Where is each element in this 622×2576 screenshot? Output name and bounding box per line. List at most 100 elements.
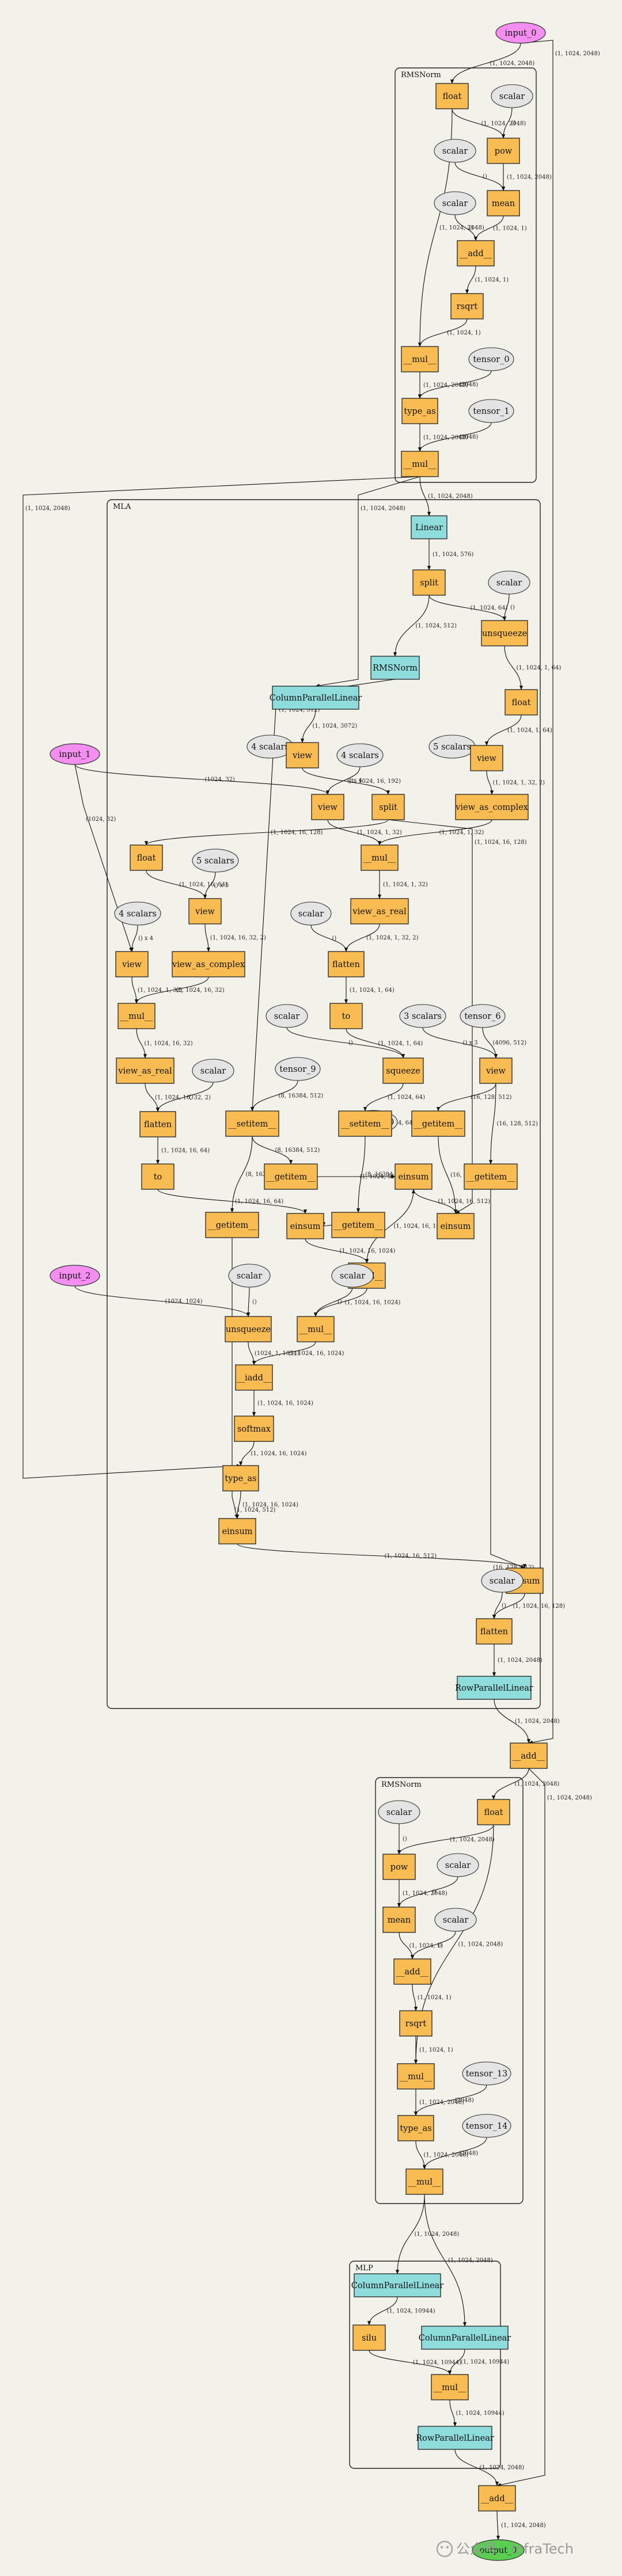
node-add_2[interactable]: __add__ bbox=[478, 2485, 516, 2512]
op-box[interactable] bbox=[401, 451, 439, 477]
op-box[interactable] bbox=[141, 1163, 175, 1190]
op-box[interactable] bbox=[139, 1111, 176, 1137]
node-m_vac_b[interactable]: view_as_complex bbox=[172, 951, 245, 977]
node-m_cpl[interactable]: ColumnParallelLinear bbox=[270, 686, 362, 710]
op-box[interactable] bbox=[172, 951, 245, 977]
op-box[interactable] bbox=[361, 844, 399, 871]
op-box[interactable] bbox=[205, 1212, 259, 1238]
node-input_1[interactable]: input_1 bbox=[50, 743, 100, 765]
node-r1_mul1[interactable]: __mul__ bbox=[401, 346, 439, 372]
op-box[interactable] bbox=[225, 1316, 272, 1342]
op-box[interactable] bbox=[505, 689, 538, 716]
node-r2_s_add[interactable]: scalar bbox=[434, 1908, 477, 1932]
node-m_getitem_e[interactable]: __getitem__ bbox=[331, 1212, 385, 1238]
node-m_s_mul[interactable]: scalar bbox=[331, 1264, 374, 1288]
op-box[interactable] bbox=[286, 1213, 324, 1239]
node-m_s_flat_a[interactable]: scalar bbox=[290, 901, 332, 926]
const-ellipse[interactable] bbox=[434, 139, 476, 163]
const-ellipse[interactable] bbox=[468, 399, 514, 423]
node-m_t6[interactable]: tensor_6 bbox=[460, 1004, 506, 1028]
node-input_0[interactable]: input_0 bbox=[495, 22, 546, 44]
node-r2_add[interactable]: __add__ bbox=[393, 1958, 431, 1985]
node-m_s_unsq[interactable]: scalar bbox=[488, 570, 530, 595]
const-ellipse[interactable] bbox=[114, 901, 161, 926]
op-box[interactable] bbox=[478, 2485, 516, 2512]
node-m_to_b[interactable]: to bbox=[141, 1163, 175, 1190]
node-r1_add[interactable]: __add__ bbox=[457, 240, 495, 267]
node-m_mul_c[interactable]: __mul__ bbox=[297, 1316, 335, 1342]
node-r1_t0[interactable]: tensor_0 bbox=[468, 347, 514, 371]
node-r2_mean[interactable]: mean bbox=[382, 1907, 416, 1933]
op-box[interactable] bbox=[331, 1212, 385, 1238]
op-box[interactable] bbox=[297, 1316, 335, 1342]
input-ellipse[interactable] bbox=[50, 743, 100, 765]
const-ellipse[interactable] bbox=[462, 2114, 511, 2138]
node-m_split1[interactable]: split bbox=[412, 569, 446, 596]
node-r1_pow[interactable]: pow bbox=[487, 138, 520, 164]
node-r2_s_mean[interactable]: scalar bbox=[437, 1853, 479, 1877]
node-m_t9[interactable]: tensor_9 bbox=[275, 1057, 321, 1081]
node-m_s_flat_b[interactable]: scalar bbox=[192, 1059, 234, 1083]
const-ellipse[interactable] bbox=[462, 2061, 511, 2086]
node-m_3s[interactable]: 3 scalars bbox=[399, 1004, 446, 1028]
node-m_s_sq[interactable]: scalar bbox=[266, 1004, 308, 1028]
op-box[interactable] bbox=[350, 898, 409, 924]
node-m_unsq2[interactable]: unsqueeze bbox=[225, 1316, 272, 1342]
node-p_rpl[interactable]: RowParallelLinear bbox=[416, 2426, 494, 2450]
node-m_view_c[interactable]: view bbox=[311, 794, 344, 820]
node-m_einsum_b[interactable]: einsum bbox=[286, 1213, 324, 1239]
const-ellipse[interactable] bbox=[468, 347, 514, 371]
node-r1_mul2[interactable]: __mul__ bbox=[401, 451, 439, 477]
node-m_5s_b[interactable]: 5 scalars bbox=[192, 848, 239, 873]
op-box[interactable] bbox=[115, 951, 149, 977]
node-r1_s_mean[interactable]: scalar bbox=[434, 139, 476, 163]
op-box[interactable] bbox=[286, 742, 319, 768]
node-r2_typeas[interactable]: type_as bbox=[397, 2115, 434, 2141]
node-m_unsq1[interactable]: unsqueeze bbox=[481, 620, 528, 646]
module-box[interactable] bbox=[457, 1676, 532, 1700]
op-box[interactable] bbox=[437, 1213, 475, 1239]
op-box[interactable] bbox=[457, 240, 495, 267]
input-ellipse[interactable] bbox=[50, 1265, 100, 1287]
op-box[interactable] bbox=[431, 2374, 469, 2400]
const-ellipse[interactable] bbox=[336, 743, 384, 767]
node-r2_t13[interactable]: tensor_13 bbox=[462, 2061, 511, 2086]
node-r2_mul1[interactable]: __mul__ bbox=[397, 2063, 435, 2090]
op-box[interactable] bbox=[510, 1742, 548, 1769]
node-m_getitem_b[interactable]: __getitem__ bbox=[464, 1163, 518, 1190]
node-m_einsum_c[interactable]: einsum bbox=[437, 1213, 475, 1239]
op-box[interactable] bbox=[382, 1907, 416, 1933]
node-m_view_b[interactable]: view bbox=[470, 745, 503, 771]
const-ellipse[interactable] bbox=[228, 1264, 271, 1288]
node-m_view_a[interactable]: view bbox=[286, 742, 319, 768]
module-box[interactable] bbox=[370, 656, 420, 680]
op-box[interactable] bbox=[328, 951, 365, 977]
node-m_4s_c[interactable]: 4 scalars bbox=[114, 901, 161, 926]
op-box[interactable] bbox=[311, 794, 344, 820]
node-m_softmax[interactable]: softmax bbox=[234, 1416, 274, 1442]
op-box[interactable] bbox=[234, 1416, 274, 1442]
const-ellipse[interactable] bbox=[192, 848, 239, 873]
node-r2_rsqrt[interactable]: rsqrt bbox=[399, 2010, 433, 2037]
node-add_1[interactable]: __add__ bbox=[510, 1742, 548, 1769]
op-box[interactable] bbox=[393, 1958, 431, 1985]
node-m_linear[interactable]: Linear bbox=[411, 515, 447, 539]
op-box[interactable] bbox=[218, 1518, 256, 1544]
module-box[interactable] bbox=[421, 2326, 509, 2350]
op-box[interactable] bbox=[399, 2010, 433, 2037]
op-box[interactable] bbox=[397, 2063, 435, 2090]
node-m_view_e[interactable]: view bbox=[115, 951, 149, 977]
node-r1_typeas[interactable]: type_as bbox=[401, 398, 438, 424]
const-ellipse[interactable] bbox=[290, 901, 332, 926]
node-p_cpl_b[interactable]: ColumnParallelLinear bbox=[419, 2326, 511, 2350]
const-ellipse[interactable] bbox=[266, 1004, 308, 1028]
node-m_flat_c[interactable]: flatten bbox=[476, 1618, 513, 1645]
node-r2_t14[interactable]: tensor_14 bbox=[462, 2114, 511, 2138]
node-m_mul_a[interactable]: __mul__ bbox=[361, 844, 399, 871]
op-box[interactable] bbox=[411, 1110, 465, 1137]
op-box[interactable] bbox=[481, 620, 528, 646]
const-ellipse[interactable] bbox=[437, 1853, 479, 1877]
op-box[interactable] bbox=[397, 2115, 434, 2141]
op-box[interactable] bbox=[235, 1364, 273, 1391]
op-box[interactable] bbox=[455, 794, 529, 820]
